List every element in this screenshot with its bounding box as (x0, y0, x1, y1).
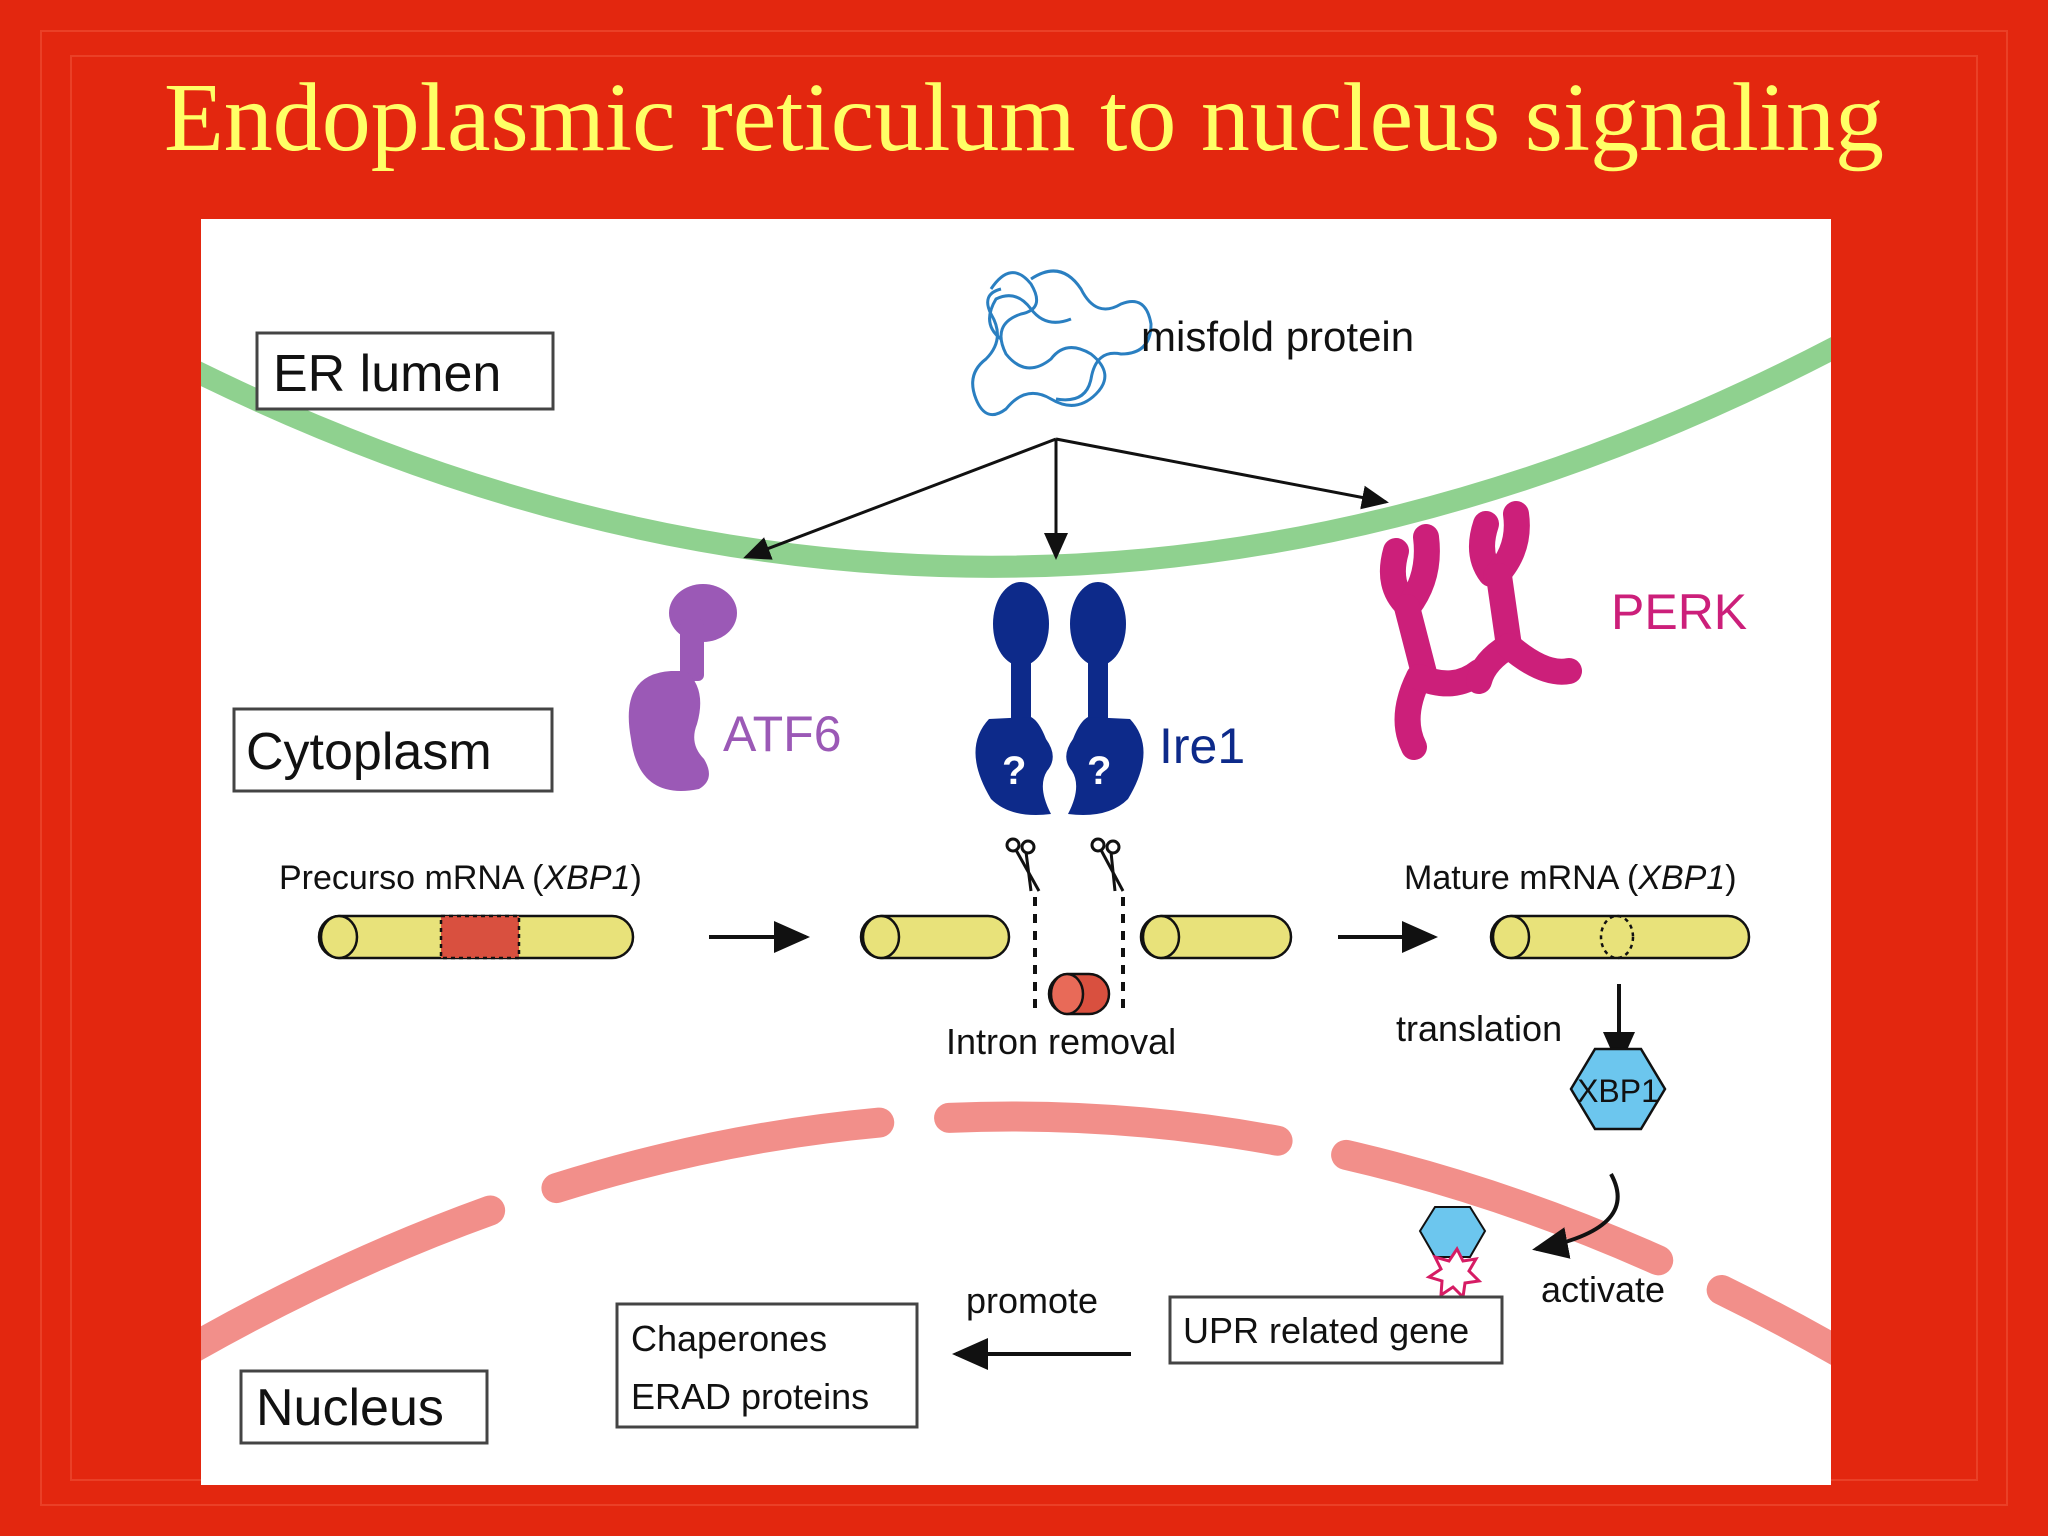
slide-frame (40, 30, 2008, 1506)
er-lumen-label: ER lumen (273, 345, 501, 403)
precursor-mrna (317, 914, 635, 960)
cytoplasm-label: Cytoplasm (246, 723, 492, 781)
stress-signal-arrows (743, 437, 1389, 560)
perk-label: PERK (1611, 584, 1747, 640)
slide-title: Endoplasmic reticulum to nucleus signali… (163, 64, 1885, 172)
activate-arrow (1532, 1173, 1620, 1259)
upr-gene-label: UPR related gene (1183, 1310, 1469, 1351)
scissors-icon (1090, 837, 1125, 892)
misfold-protein-label: misfold protein (1141, 313, 1414, 360)
product-erad: ERAD proteins (631, 1376, 869, 1417)
cut-lines (1033, 897, 1125, 1011)
activate-label: activate (1541, 1269, 1665, 1310)
xbp1-bound-icon (1418, 1206, 1487, 1301)
intron-fragment (1047, 972, 1111, 1016)
diagram-panel: ER lumen Cytoplasm Nucleus misfold prote… (201, 219, 1831, 1485)
nuclear-envelope (201, 1101, 1831, 1365)
ire1-label: Ire1 (1159, 718, 1245, 774)
atf6-label: ATF6 (723, 706, 842, 762)
precursor-mrna-label: Precurso mRNA (XBP1) (279, 859, 642, 897)
xbp1-protein-icon (1569, 1047, 1667, 1131)
scissors-icon (1005, 837, 1041, 892)
mature-mrna (1489, 914, 1751, 960)
xbp1-protein-label: XBP1 (1577, 1073, 1659, 1109)
mature-mrna-label: Mature mRNA (XBP1) (1404, 859, 1737, 897)
ire1-question-left: ? (1002, 749, 1026, 793)
atf6-icon (628, 584, 737, 791)
exon-fragment-right (1139, 914, 1293, 960)
perk-icon (1380, 501, 1582, 760)
er-nucleus-signaling-diagram: ER lumen Cytoplasm Nucleus misfold prote… (201, 269, 1831, 1445)
products-box (615, 1302, 919, 1429)
er-membrane (201, 336, 1831, 578)
nucleus-label: Nucleus (256, 1379, 444, 1437)
promote-label: promote (966, 1280, 1098, 1321)
misfold-protein-icon (971, 269, 1153, 417)
ire1-icon (975, 582, 1144, 815)
upr-gene-box (1168, 1295, 1504, 1365)
intron-removal-label: Intron removal (946, 1021, 1176, 1062)
exon-fragment-left (859, 914, 1011, 960)
product-chaperones: Chaperones (631, 1318, 827, 1359)
translation-label: translation (1396, 1008, 1562, 1049)
ire1-question-right: ? (1087, 749, 1111, 793)
